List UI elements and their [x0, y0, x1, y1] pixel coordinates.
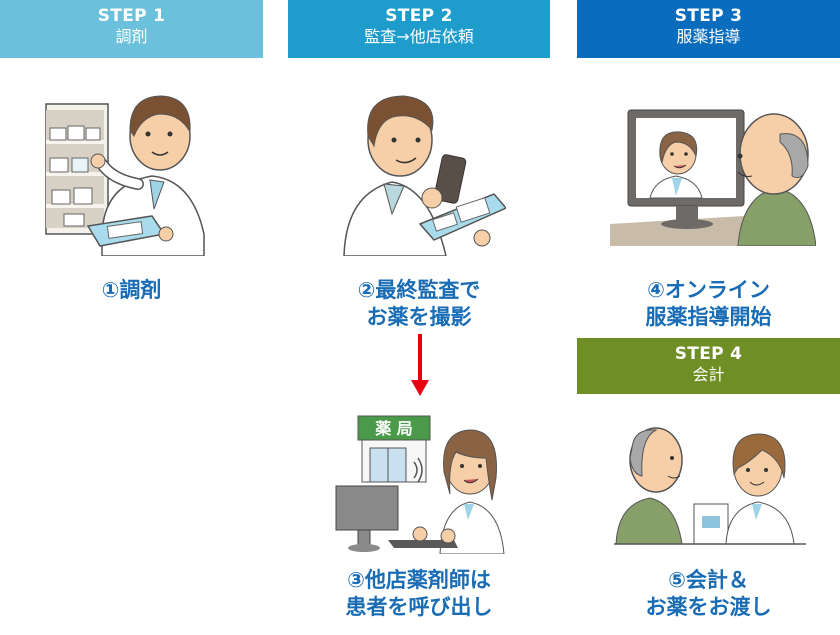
step3-number: STEP 3: [674, 6, 743, 26]
caption-4-line1: ④オンライン: [647, 278, 770, 302]
caption-5-line1: ⑤会計＆: [668, 568, 749, 592]
step2-header: STEP 2 監査→他店依頼: [288, 0, 550, 58]
caption-3-line1: ③他店薬剤師は: [347, 568, 491, 592]
pharmacist-photographing-illustration: [343, 95, 506, 256]
step4-header: STEP 4 会計: [577, 338, 840, 394]
step1-number: STEP 1: [97, 6, 166, 26]
caption-4: ④オンライン 服薬指導開始: [577, 277, 840, 331]
step1-header: STEP 1 調剤: [0, 0, 263, 58]
caption-2-line2: お薬を撮影: [366, 305, 472, 329]
online-consultation-illustration: [610, 109, 816, 246]
step3-header: STEP 3 服薬指導: [577, 0, 840, 58]
step1-title: 調剤: [115, 27, 148, 46]
caption-5-line2: お薬をお渡し: [645, 595, 772, 619]
pharmacist-dispensing-illustration: [45, 95, 205, 256]
pharmacy-sign-text: 薬 局: [374, 419, 413, 438]
caption-1-line1: ①調剤: [101, 278, 162, 302]
caption-2: ②最終監査で お薬を撮影: [288, 277, 550, 331]
payment-handover-illustration: [614, 427, 806, 545]
remote-pharmacist-calling-illustration: 薬 局: [335, 415, 505, 554]
caption-5: ⑤会計＆ お薬をお渡し: [577, 567, 840, 621]
caption-1: ①調剤: [0, 277, 263, 304]
caption-4-line2: 服薬指導開始: [645, 305, 772, 329]
step4-title: 会計: [692, 365, 725, 384]
step2-number: STEP 2: [385, 6, 453, 26]
step4-number: STEP 4: [674, 344, 743, 364]
caption-3-line2: 患者を呼び出し: [345, 595, 493, 619]
caption-2-line1: ②最終監査で: [357, 278, 481, 302]
step3-title: 服薬指導: [676, 27, 741, 46]
step2-title: 監査→他店依頼: [364, 27, 474, 46]
flow-arrow-down-icon: [411, 334, 429, 396]
caption-3: ③他店薬剤師は 患者を呼び出し: [288, 567, 550, 621]
